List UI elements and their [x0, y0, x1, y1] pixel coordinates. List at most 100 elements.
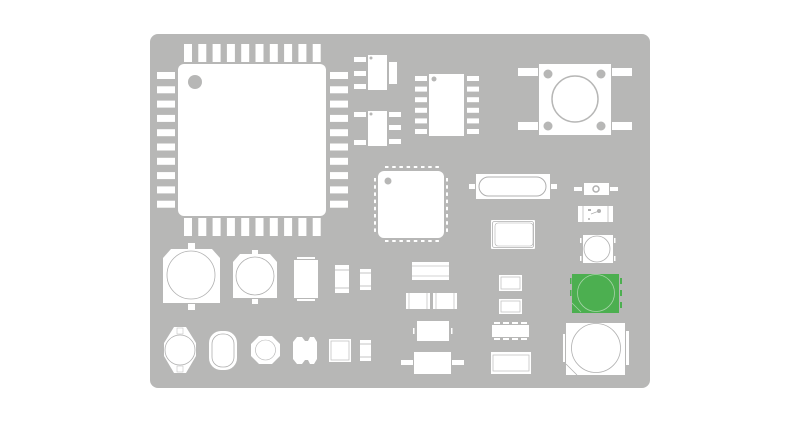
qfp-pin	[184, 218, 192, 236]
qfp-pin	[157, 186, 175, 194]
qfp-pin	[198, 218, 207, 236]
pad	[389, 139, 401, 144]
qfn-pin	[446, 178, 448, 182]
qfn-pin	[399, 166, 403, 168]
qfp-pin	[330, 186, 348, 194]
led-lens	[592, 185, 600, 193]
array-pad	[521, 338, 527, 340]
sot-package	[491, 352, 531, 374]
soic-pin	[467, 76, 479, 81]
qfp-pin	[312, 44, 321, 62]
qfp-pin	[298, 44, 307, 62]
qfn-pin	[413, 166, 418, 168]
qfn-pin	[374, 199, 376, 204]
qfp-pin	[255, 218, 264, 236]
qfn-pin	[421, 166, 425, 168]
qfp-pin	[157, 114, 175, 122]
qfp-pin	[157, 200, 175, 208]
soic-pin	[415, 118, 427, 124]
qfp-pin	[157, 72, 175, 79]
pad	[354, 71, 366, 76]
qfp-pin	[157, 172, 175, 180]
button-body	[566, 323, 625, 375]
qfp-pin	[157, 157, 175, 165]
chip-resistor-1206	[335, 265, 349, 293]
smd-button-small	[580, 235, 616, 263]
smd-led-small	[574, 183, 618, 195]
qfn-pin	[399, 240, 403, 242]
actuator-circle	[551, 75, 599, 123]
qfn-pin	[374, 221, 376, 225]
pad	[469, 184, 475, 189]
array-pad	[494, 322, 500, 324]
pin1-marker	[369, 56, 373, 60]
qfp-pin	[226, 218, 235, 236]
pad	[612, 122, 632, 130]
array-pad	[512, 338, 518, 340]
chip-capacitor	[499, 299, 522, 314]
qfn-pin	[428, 240, 432, 242]
qfn-pin	[446, 221, 448, 225]
array-pad	[503, 322, 509, 324]
dogbone-inductor	[293, 337, 317, 364]
qfn-body	[378, 171, 444, 238]
soic-12-chip	[415, 74, 479, 136]
corner-hole	[596, 121, 606, 131]
qfn-pin	[392, 166, 396, 168]
pad	[354, 57, 366, 62]
soic-pin	[467, 118, 479, 124]
corner-hole	[543, 121, 553, 131]
pin1-marker	[188, 75, 202, 89]
smd-button-large	[563, 323, 629, 376]
sot-23-top	[354, 55, 397, 90]
qfn-pin	[446, 228, 448, 232]
pad	[389, 62, 397, 84]
smb-diode	[413, 321, 453, 341]
qfn-pin	[385, 240, 389, 242]
pad	[574, 187, 582, 191]
button-actuator	[571, 323, 621, 373]
pad	[612, 68, 632, 76]
array-pad	[512, 322, 518, 324]
hc49-crystal	[469, 174, 557, 199]
qfp-pin	[241, 218, 250, 236]
button-body	[572, 274, 619, 313]
array-pad	[494, 338, 500, 340]
crystal-lid	[494, 222, 534, 247]
qfp-pin	[269, 44, 278, 62]
soic-pin	[415, 76, 427, 81]
pad	[389, 112, 401, 117]
qfn-pin	[374, 206, 376, 211]
qfn-pin	[374, 178, 376, 182]
qfp-44-chip	[157, 44, 348, 236]
qfn-pin	[385, 166, 389, 168]
pin1-marker	[384, 177, 392, 185]
qfp-pin	[255, 44, 264, 62]
sensor-body	[578, 206, 613, 222]
button-actuator	[577, 274, 615, 312]
sot-body	[368, 111, 387, 146]
qfp-pin	[184, 44, 192, 62]
dual-chip	[406, 293, 457, 309]
qfp-pin	[330, 129, 348, 137]
qfp-pin	[284, 218, 293, 236]
qfn-pin	[392, 240, 396, 242]
qfn-chip	[374, 166, 448, 242]
pad	[389, 125, 401, 130]
qfn-pin	[446, 199, 448, 204]
qfn-pin	[435, 166, 439, 168]
tactile-switch	[518, 64, 632, 135]
qfp-pin	[330, 114, 348, 122]
qfn-pin	[413, 240, 418, 242]
qfn-pin	[374, 228, 376, 232]
qfp-pin	[284, 44, 293, 62]
sod-package	[412, 262, 449, 280]
qfp-pin	[157, 143, 175, 151]
qfp-pin	[269, 218, 278, 236]
square-inductor	[329, 339, 351, 362]
chip-resistor	[499, 275, 522, 291]
qfp-pin	[330, 100, 348, 108]
qfn-pin	[446, 206, 448, 211]
corner-hole	[596, 69, 606, 79]
